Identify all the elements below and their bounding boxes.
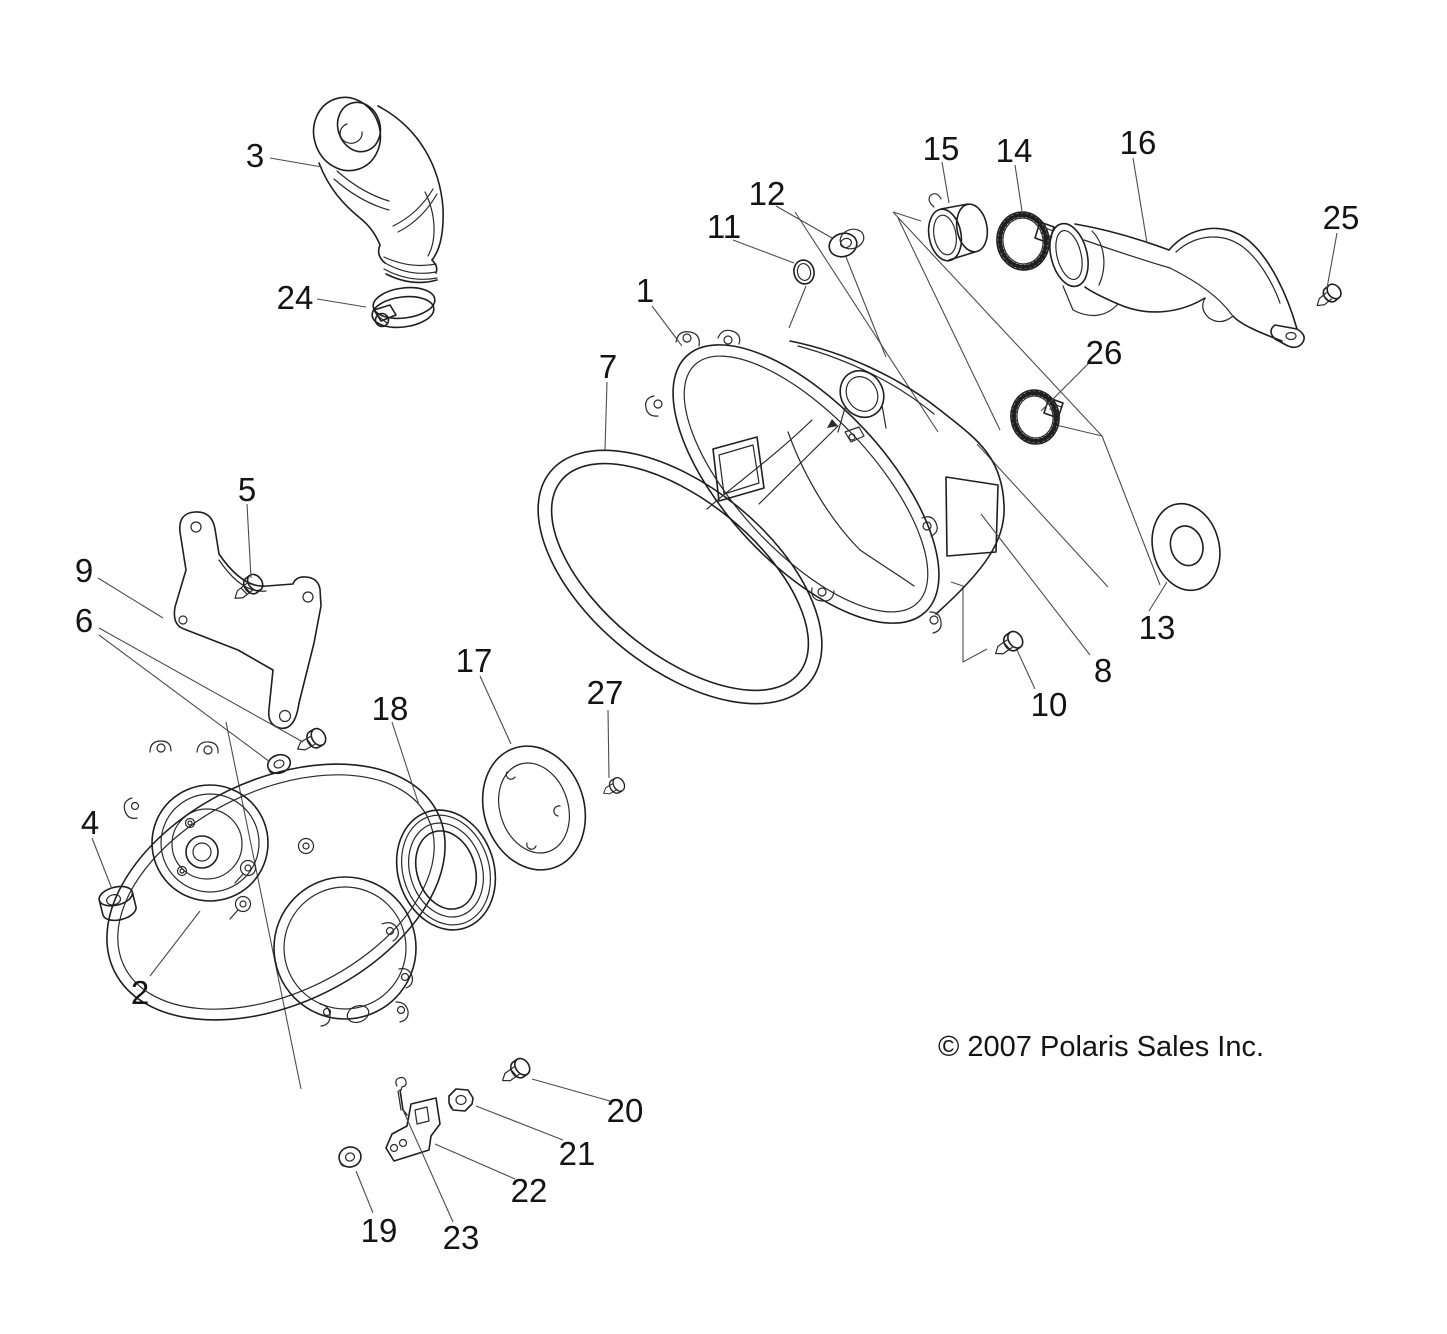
callout-17: 17 <box>456 642 493 679</box>
part-26-gear-clamp <box>1010 389 1064 445</box>
callout-3: 3 <box>246 137 264 174</box>
leader-11 <box>732 239 795 264</box>
callout-21: 21 <box>559 1135 596 1172</box>
leader-17 <box>479 675 512 745</box>
part-17-retainer-plate <box>481 745 587 871</box>
leader-24 <box>316 298 367 308</box>
callout-24: 24 <box>277 279 314 316</box>
leader-11b <box>788 285 807 329</box>
part-7-drive-belt <box>537 449 823 705</box>
callout-12: 12 <box>749 175 786 212</box>
align-line-g <box>950 581 988 663</box>
callout-9: 9 <box>75 552 93 589</box>
callout-4: 4 <box>81 804 99 841</box>
part-10-bolt <box>995 630 1024 655</box>
callout-6: 6 <box>75 602 93 639</box>
leader-12 <box>775 205 833 239</box>
leader-14 <box>1014 164 1023 212</box>
align-line-b <box>897 217 1001 431</box>
part-22-bracket <box>385 1097 441 1162</box>
align-line-f <box>976 443 1109 588</box>
callout-15: 15 <box>923 130 960 167</box>
part-9-mounting-bracket <box>173 511 322 730</box>
callout-8: 8 <box>1094 652 1112 689</box>
align-line-h <box>225 721 302 1090</box>
callout-13: 13 <box>1139 609 1176 646</box>
callout-22: 22 <box>511 1172 548 1209</box>
leader-16 <box>1132 157 1148 244</box>
align-line-e <box>1101 435 1161 586</box>
leader-4 <box>91 837 113 890</box>
part-16-outlet-duct <box>1049 222 1305 349</box>
callout-1: 1 <box>636 272 654 309</box>
part-27-bolt <box>603 777 626 795</box>
leader-9 <box>97 577 164 619</box>
part-23-pin <box>395 1076 408 1116</box>
leader-23 <box>402 1109 454 1223</box>
part-1-outer-clutch-cover <box>645 329 1005 634</box>
leader-10 <box>1016 649 1036 690</box>
part-13-foam-seal <box>1151 502 1221 592</box>
align-line-d <box>1055 424 1103 437</box>
leader-7 <box>604 381 608 451</box>
align-line-c-tick <box>892 211 922 222</box>
leader-13 <box>1148 581 1168 612</box>
leader-26 <box>1040 361 1091 412</box>
leader-5 <box>246 503 252 579</box>
callout-7: 7 <box>599 348 617 385</box>
part-21-nut <box>448 1088 474 1112</box>
leader-19 <box>355 1170 374 1214</box>
part-4-bushing <box>98 885 137 922</box>
part-5-bolt <box>234 573 264 599</box>
part-12-grommet <box>828 228 865 258</box>
callout-23: 23 <box>443 1219 480 1256</box>
align-line-a <box>794 211 939 433</box>
leader-27 <box>607 709 610 779</box>
callout-26: 26 <box>1086 334 1123 371</box>
callout-27: 27 <box>587 674 624 711</box>
leader-6a <box>98 627 304 743</box>
leader-lines <box>91 157 1338 1223</box>
callout-20: 20 <box>607 1092 644 1129</box>
leader-25 <box>1326 232 1338 289</box>
part-11-o-ring <box>793 259 815 285</box>
leader-21 <box>475 1105 564 1141</box>
callout-11: 11 <box>707 208 741 245</box>
part-14-gear-clamp <box>996 211 1055 271</box>
leader-1 <box>651 305 683 347</box>
callout-16: 16 <box>1120 124 1157 161</box>
construction-lines <box>225 211 1161 1090</box>
callout-5: 5 <box>238 471 256 508</box>
leader-3 <box>269 157 323 168</box>
leader-20 <box>531 1078 611 1102</box>
leader-18 <box>391 721 420 806</box>
part-6-bolt <box>297 727 327 751</box>
copyright-notice: © 2007 Polaris Sales Inc. <box>938 1031 1264 1063</box>
callout-14: 14 <box>996 132 1033 169</box>
part-25-bolt <box>1316 283 1342 307</box>
part-15-coupler-sleeve <box>927 193 989 262</box>
callout-10: 10 <box>1031 686 1068 723</box>
part-3-intake-duct <box>312 96 444 284</box>
callout-18: 18 <box>372 690 409 727</box>
leader-22 <box>434 1143 516 1180</box>
part-24-hose-clamp <box>371 286 436 329</box>
leader-6b <box>98 634 271 763</box>
callout-19: 19 <box>361 1212 398 1249</box>
leader-12b <box>845 256 887 358</box>
part-20-bolt <box>502 1057 531 1082</box>
callout-25: 25 <box>1323 199 1360 236</box>
part-18-seal <box>395 809 497 931</box>
align-line-c <box>892 211 1103 437</box>
part-2-inner-clutch-cover <box>106 740 446 1027</box>
leader-8 <box>980 513 1091 656</box>
part-19-washer <box>338 1146 362 1168</box>
leader-15 <box>941 161 950 204</box>
callout-2: 2 <box>131 974 149 1011</box>
leader-2 <box>149 910 201 977</box>
callout-labels: 1 2 3 4 5 6 7 8 9 10 11 12 13 14 15 16 1… <box>75 124 1360 1256</box>
